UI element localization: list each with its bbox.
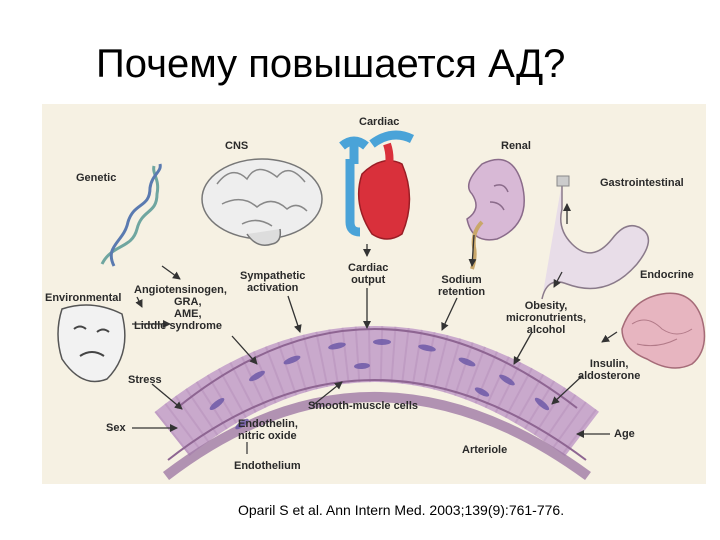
- sympathetic-activation-label: Sympathetic activation: [240, 270, 306, 294]
- arrows: [132, 203, 618, 438]
- hypertension-diagram: Genetic CNS Cardiac Renal Gastrointestin…: [42, 104, 706, 484]
- gastrointestinal-label: Gastrointestinal: [600, 177, 684, 189]
- genetic-factors-label: Angiotensinogen, GRA, AME, Liddle syndro…: [134, 284, 227, 332]
- sodium-retention-label: Sodium retention: [438, 274, 486, 298]
- genetic-label: Genetic: [76, 172, 117, 184]
- endocrine-label: Endocrine: [640, 269, 694, 281]
- environmental-label: Environmental: [45, 292, 122, 304]
- endothelium-label: Endothelium: [234, 460, 301, 472]
- arteriole-vessel: [154, 326, 599, 481]
- genetic-factor-2: GRA,: [174, 296, 202, 308]
- insulin-aldosterone-label: Insulin, aldosterone: [578, 358, 641, 382]
- endothelin-label: Endothelin, nitric oxide: [238, 418, 298, 442]
- citation: Oparil S et al. Ann Intern Med. 2003;139…: [238, 502, 565, 518]
- genetic-factor-3: AME,: [174, 308, 202, 320]
- endocrine-gland-icon: [621, 292, 706, 369]
- dna-helix-icon: [100, 163, 162, 267]
- cns-label: CNS: [225, 140, 249, 152]
- theater-masks-icon: [57, 304, 126, 383]
- arteriole-label: Arteriole: [462, 444, 508, 456]
- stomach-icon: [541, 175, 650, 300]
- sex-label: Sex: [106, 422, 126, 434]
- genetic-factor-4: Liddle syndrome: [134, 320, 223, 332]
- cardiac-label: Cardiac: [359, 116, 400, 128]
- smooth-muscle-cells-label: Smooth-muscle cells: [308, 400, 419, 412]
- stress-label: Stress: [128, 374, 162, 386]
- age-label: Age: [614, 428, 635, 440]
- kidney-icon: [466, 158, 525, 270]
- renal-label: Renal: [501, 140, 531, 152]
- heart-icon: [339, 130, 415, 240]
- genetic-factor-1: Angiotensinogen,: [134, 284, 227, 296]
- diagram-graphics: [57, 130, 706, 481]
- brain-icon: [201, 158, 323, 246]
- obesity-label: Obesity, micronutrients, alcohol: [506, 300, 587, 336]
- cardiac-output-label: Cardiac output: [348, 262, 389, 286]
- slide-title: Почему повышается АД?: [96, 42, 566, 86]
